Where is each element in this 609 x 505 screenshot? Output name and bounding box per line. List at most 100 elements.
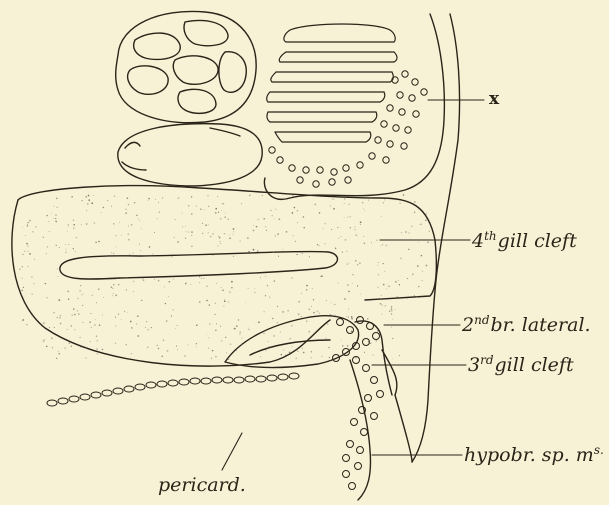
stipple-dot [128, 204, 130, 206]
stipple-dot [46, 346, 47, 347]
stipple-dot [358, 317, 359, 318]
stipple-dot [324, 223, 326, 225]
stipple-dot [377, 286, 378, 287]
stipple-dot [357, 285, 358, 286]
stipple-dot [363, 236, 364, 237]
stipple-dot [373, 355, 374, 356]
stipple-dot [86, 210, 87, 211]
stipple-dot [202, 233, 203, 234]
stipple-dot [331, 302, 332, 303]
stipple-dot [101, 212, 102, 213]
stipple-dot [348, 217, 349, 218]
stipple-dot [158, 348, 160, 350]
stipple-dot [115, 247, 116, 248]
stipple-dot [116, 235, 117, 236]
stipple-dot [397, 296, 399, 298]
stipple-dot [297, 222, 298, 223]
stipple-dot [94, 325, 95, 326]
stipple-dot [24, 250, 26, 252]
stipple-dot [176, 346, 177, 347]
stipple-dot [407, 278, 408, 279]
stipple-dot [196, 206, 197, 207]
stipple-dot [263, 311, 264, 312]
stipple-dot [212, 350, 214, 352]
stipple-dot [298, 301, 300, 303]
stipple-dot [171, 256, 172, 257]
stipple-dot [164, 286, 165, 287]
cell-cluster-x [269, 71, 427, 187]
stipple-dot [383, 351, 384, 352]
stipple-dot [349, 263, 350, 264]
stipple-dot [75, 251, 76, 252]
stipple-dot [368, 341, 370, 343]
stipple-dot [81, 200, 82, 201]
stipple-dot [418, 286, 419, 287]
stipple-dot [274, 280, 276, 282]
stipple-dot [308, 331, 310, 333]
stipple-dot [238, 319, 239, 320]
stipple-dot [309, 256, 310, 257]
stipple-dot [141, 300, 142, 301]
stipple-dot [378, 274, 379, 275]
stipple-dot [224, 299, 225, 300]
stipple-dot [26, 243, 28, 245]
stipple-dot [348, 291, 350, 293]
stipple-dot [29, 253, 31, 255]
stipple-dot [162, 197, 163, 198]
stipple-dot [236, 325, 237, 326]
stipple-dot [206, 285, 208, 287]
stipple-dot [248, 329, 249, 330]
stipple-dot [82, 322, 83, 323]
stipple-dot [149, 246, 151, 248]
stipple-dot [51, 337, 52, 338]
label-hypobr-text: hypobr. sp. m [464, 444, 594, 466]
stipple-dot [277, 233, 279, 235]
stipple-dot [292, 195, 293, 196]
stipple-dot [395, 281, 397, 283]
stipple-dot [370, 343, 371, 344]
stipple-dot [71, 314, 73, 316]
stipple-dot [403, 194, 405, 196]
stipple-dot [236, 350, 237, 351]
stipple-dot [98, 288, 100, 290]
label-2nd-text: br. lateral. [491, 314, 591, 336]
stipple-dot [139, 244, 140, 245]
stipple-dot [414, 201, 416, 203]
stipple-dot [376, 340, 378, 342]
stipple-dot [56, 198, 58, 200]
stipple-dot [263, 333, 264, 334]
stipple-dot [224, 233, 225, 234]
stipple-dot [143, 279, 145, 281]
stipple-dot [363, 208, 364, 209]
stipple-dot [115, 343, 116, 344]
stipple-dot [392, 319, 393, 320]
stipple-dot [82, 305, 83, 306]
stipple-dot [386, 245, 388, 247]
stipple-dot [231, 287, 232, 288]
stipple-dot [80, 285, 81, 286]
stipple-dot [364, 210, 365, 211]
stipple-dot [129, 254, 130, 255]
stipple-dot [368, 200, 369, 201]
stipple-dot [55, 221, 56, 222]
stipple-dot [224, 216, 226, 218]
stipple-dot [111, 252, 112, 253]
stipple-dot [47, 246, 48, 247]
stipple-dot [408, 232, 409, 233]
stipple-dot [115, 326, 116, 327]
stipple-dot [21, 278, 22, 279]
stipple-dot [328, 347, 329, 348]
stipple-dot [306, 321, 307, 322]
stipple-dot [267, 285, 269, 287]
stipple-dot [43, 237, 44, 238]
stipple-dot [412, 273, 414, 275]
stipple-dot [377, 330, 378, 331]
stipple-dot [196, 346, 197, 347]
stipple-dot [55, 218, 56, 219]
stipple-dot [73, 308, 75, 310]
stipple-dot [163, 339, 165, 341]
stipple-dot [340, 236, 341, 237]
body-wall [264, 14, 459, 462]
stipple-dot [191, 235, 192, 236]
stipple-dot [347, 284, 349, 286]
